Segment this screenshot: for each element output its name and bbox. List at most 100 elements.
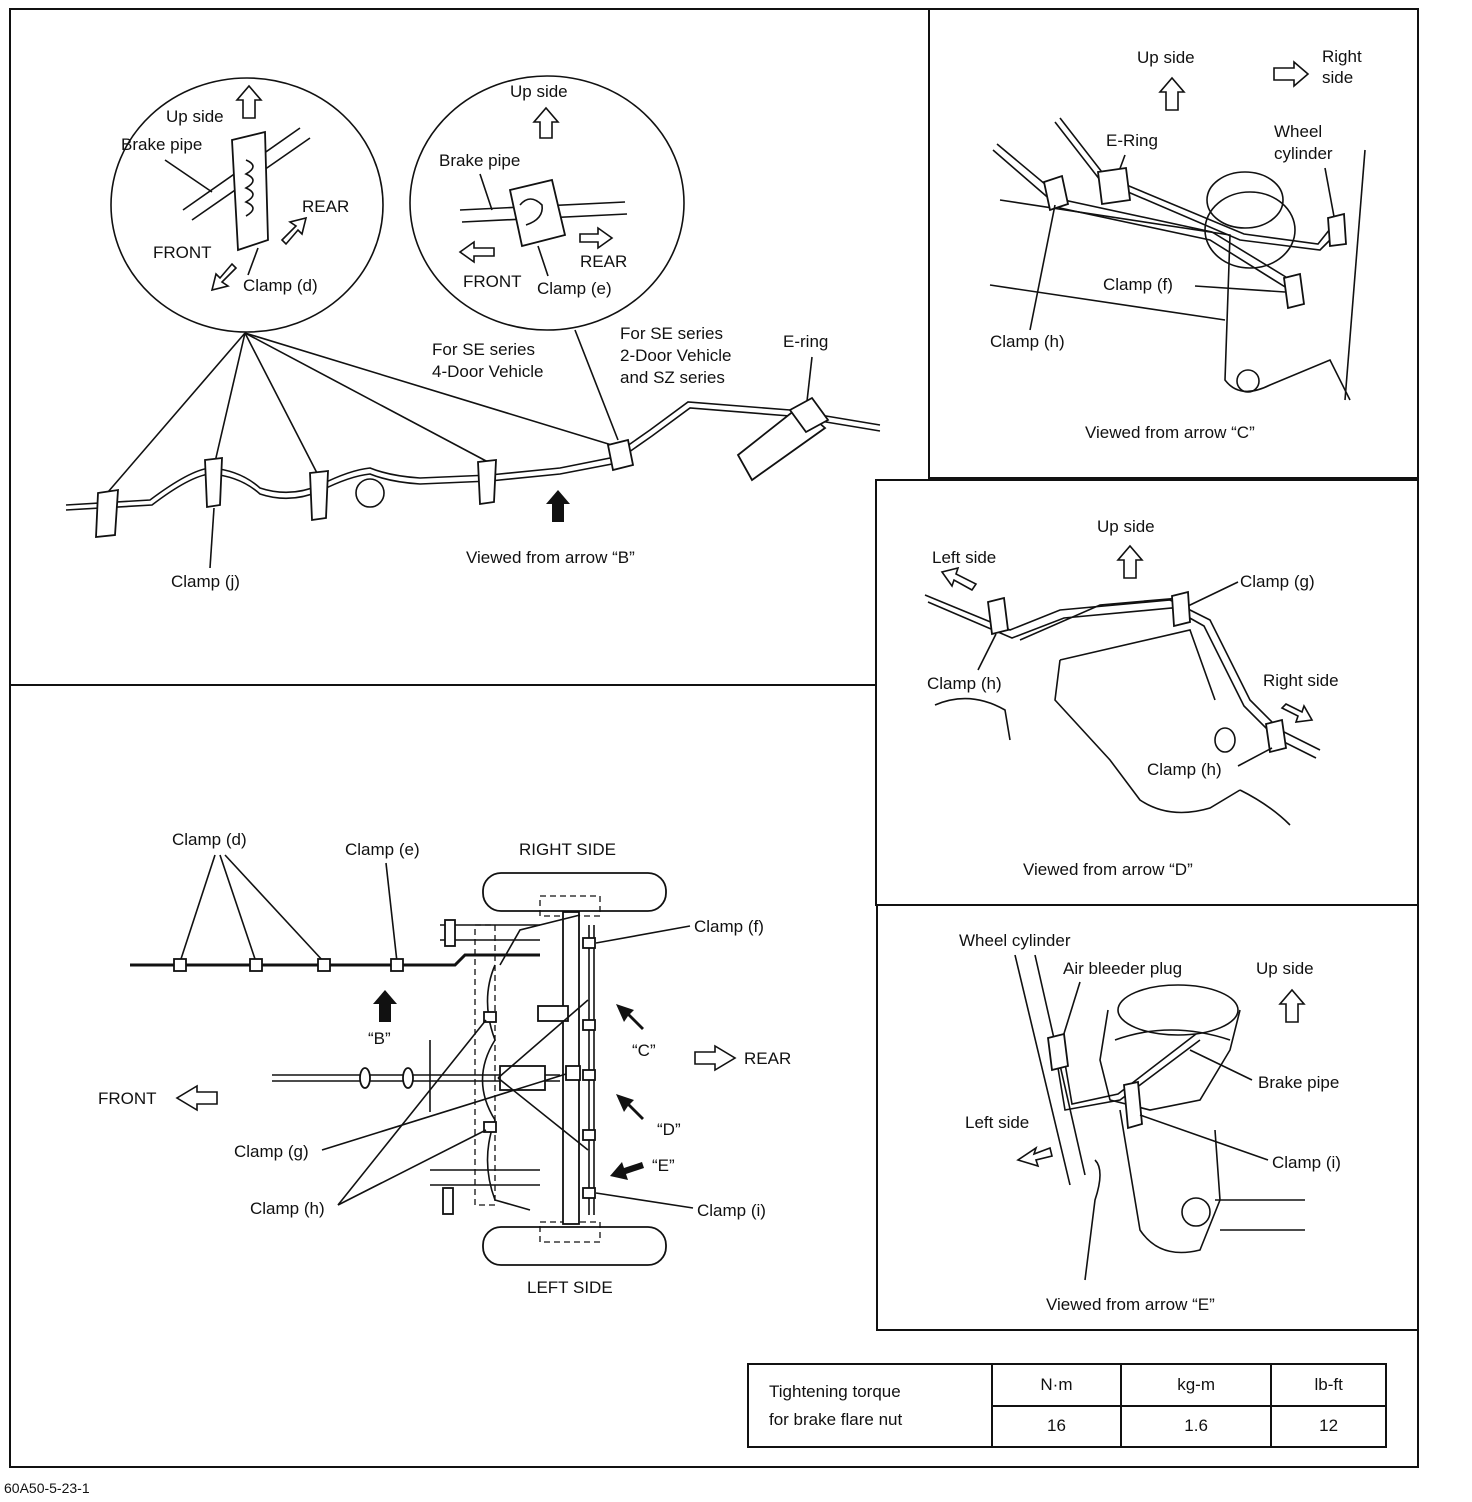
e-ring-label: E-Ring — [1106, 131, 1158, 150]
rear-arrow-icon — [579, 226, 614, 250]
wheel-cylinder-label-line1: Wheel — [1274, 122, 1322, 141]
e-ring-label: E-ring — [783, 332, 828, 351]
wheel-cylinder-label: Wheel cylinder — [959, 931, 1071, 950]
mount-hole — [1181, 1197, 1211, 1227]
leader-line — [219, 854, 257, 963]
bracket — [537, 1005, 569, 1022]
left-arrow-icon — [940, 566, 978, 592]
clamp-d-label: Clamp (d) — [243, 276, 318, 295]
leader-line — [244, 332, 319, 476]
torque-label-line1: Tightening torque — [769, 1381, 901, 1401]
leader-line — [479, 173, 493, 211]
right-arrow-icon — [1273, 60, 1310, 88]
clamp-d — [173, 958, 187, 972]
leader-line — [244, 332, 489, 463]
left-side-label: Left side — [965, 1113, 1029, 1132]
view-arrow-b-icon — [546, 490, 570, 522]
frame-line — [1084, 1159, 1101, 1281]
frame-line — [1239, 789, 1291, 826]
clamp-i-label: Clamp (i) — [1272, 1153, 1341, 1172]
note-2door-line2: 2-Door Vehicle — [620, 346, 732, 365]
frame-line — [1344, 149, 1366, 401]
up-arrow-icon — [235, 84, 263, 119]
right-arrow-icon — [1280, 703, 1314, 723]
unit-header-lbft: lb-ft — [1270, 1363, 1387, 1407]
clamp-h — [1042, 174, 1070, 212]
note-4door-line1: For SE series — [432, 340, 535, 359]
shackle — [442, 1187, 454, 1215]
wheel-cylinder — [1114, 1029, 1231, 1041]
brake-pipe-line — [1054, 1039, 1201, 1111]
leader-line — [244, 332, 616, 447]
leader-line — [321, 1073, 567, 1151]
shaft-joint — [359, 1067, 371, 1089]
arrow-b-label: “B” — [368, 1029, 391, 1048]
leader-line — [385, 862, 398, 963]
mount-hole — [1236, 369, 1260, 393]
clamp-j — [309, 469, 329, 522]
panel-e: Wheel cylinder Air bleeder plug Up side … — [959, 931, 1341, 1314]
brake-pipe-line — [1059, 117, 1335, 245]
leader-line — [1194, 285, 1286, 293]
view-arrow-b-icon — [373, 990, 397, 1022]
leader-fan — [107, 329, 619, 493]
wheel-cylinder — [1204, 191, 1296, 269]
pipe-to-right — [499, 914, 581, 966]
rear-arrow-icon — [280, 216, 308, 246]
pipe-to-left — [481, 964, 531, 1211]
air-bleeder-plug — [1047, 1032, 1069, 1072]
rear-label: REAR — [580, 252, 627, 271]
wheel-cylinder — [1206, 171, 1284, 229]
view-arrow-c-icon — [616, 1004, 644, 1030]
panel-b: Up side Brake pipe REAR FRONT Clamp (d) … — [65, 75, 881, 591]
wheel-cylinder-fitting — [1327, 212, 1347, 248]
wheel-cylinder — [1117, 984, 1239, 1036]
clamp-h-label: Clamp (h) — [990, 332, 1065, 351]
pipe-to-axle — [497, 999, 589, 1079]
frame-line — [1014, 954, 1071, 1186]
up-side-label: Up side — [1097, 517, 1155, 536]
leader-line — [1029, 204, 1056, 331]
leader-line — [164, 159, 213, 193]
unit-header-nm: N·m — [991, 1363, 1122, 1407]
clamp-h — [483, 1011, 497, 1023]
panel-b-caption: Viewed from arrow “B” — [466, 548, 635, 567]
value-kgm: 1.6 — [1119, 1404, 1273, 1448]
right-side-label-line1: Right — [1322, 47, 1362, 66]
rear-label: REAR — [302, 197, 349, 216]
leader-line — [595, 1192, 694, 1209]
clamp-f — [1283, 272, 1305, 310]
clamp-i-label: Clamp (i) — [697, 1201, 766, 1220]
clamp-f-label: Clamp (f) — [1103, 275, 1173, 294]
clamp — [582, 1069, 596, 1081]
clamp-i — [582, 1187, 596, 1199]
up-side-label: Up side — [510, 82, 568, 101]
front-label: FRONT — [98, 1089, 157, 1108]
front-arrow-icon — [175, 1084, 218, 1112]
clamp-e-body — [508, 178, 567, 248]
main-brake-pipe — [130, 953, 540, 967]
clamp-e-label: Clamp (e) — [345, 840, 420, 859]
clamp-h-label: Clamp (h) — [250, 1199, 325, 1218]
clamp-j — [204, 456, 223, 509]
brake-pipe-label: Brake pipe — [121, 135, 202, 154]
leader-line — [247, 247, 259, 276]
left-side-label: LEFT SIDE — [527, 1278, 613, 1297]
mount-hole — [1214, 727, 1236, 753]
view-arrow-e-icon — [610, 1162, 644, 1180]
leader-line — [209, 507, 215, 569]
clamp-j — [477, 458, 497, 506]
leader-line — [337, 1129, 487, 1206]
right-side-label-line2: side — [1322, 68, 1353, 87]
up-arrow-icon — [1158, 76, 1186, 111]
axle-housing — [1059, 629, 1216, 701]
clamp-d-teeth — [244, 159, 254, 217]
shackle — [444, 919, 456, 947]
value-lbft: 12 — [1270, 1404, 1387, 1448]
leader-line — [574, 329, 619, 441]
brake-pipe-line — [996, 143, 1295, 283]
leader-line — [337, 1019, 487, 1206]
leader-line — [595, 925, 691, 944]
clamp-i — [1123, 1080, 1143, 1130]
